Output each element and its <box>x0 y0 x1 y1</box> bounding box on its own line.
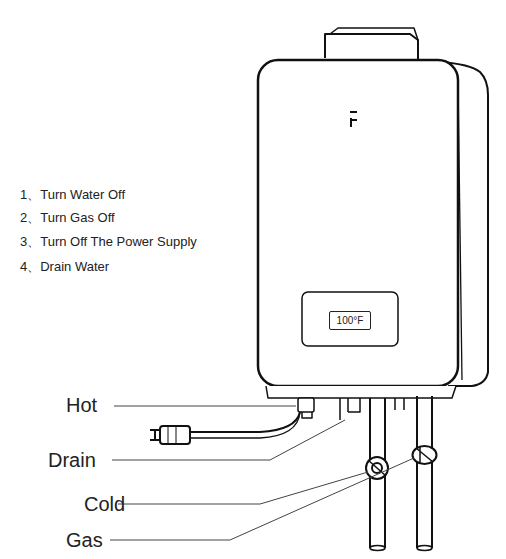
temperature-readout: 100°F <box>337 315 364 326</box>
part-name: Gas <box>66 529 103 551</box>
wall-bracket <box>330 28 418 40</box>
display-bezel <box>302 292 398 346</box>
power-plug <box>160 426 190 444</box>
cold-valve <box>366 457 388 479</box>
bottom-plate <box>266 386 456 398</box>
leader-line <box>114 406 296 407</box>
logo-mark <box>350 112 357 127</box>
cold-valve <box>368 460 386 476</box>
gas-valve <box>413 446 437 464</box>
step-text: 1、Turn Water Off <box>20 188 125 202</box>
hot-outlet <box>298 398 314 412</box>
drain-fitting <box>348 398 360 412</box>
leader-line <box>118 472 368 504</box>
drain-fitting <box>340 398 404 420</box>
part-name: Drain <box>48 449 96 471</box>
power-cord <box>190 412 300 438</box>
housing-edge <box>458 80 462 380</box>
wall-bracket <box>325 34 418 62</box>
leader-line <box>112 420 345 460</box>
step-text: 2、Turn Gas Off <box>20 211 115 225</box>
plug-grip <box>168 426 176 444</box>
power-cord <box>190 412 300 432</box>
gas-pipe <box>417 396 432 548</box>
step-text: 3、Turn Off The Power Supply <box>20 235 197 249</box>
heater-housing <box>258 60 458 386</box>
leader-line <box>110 458 414 540</box>
part-name: Hot <box>66 394 97 416</box>
display-screen: 100°F <box>329 311 371 330</box>
cold-pipe <box>370 546 385 551</box>
gas-pipe <box>417 546 432 551</box>
gas-valve <box>416 446 433 464</box>
step-text: 4、Drain Water <box>20 260 109 274</box>
part-name: Cold <box>84 493 125 515</box>
plug-prongs <box>150 430 160 440</box>
hot-outlet <box>302 412 312 418</box>
